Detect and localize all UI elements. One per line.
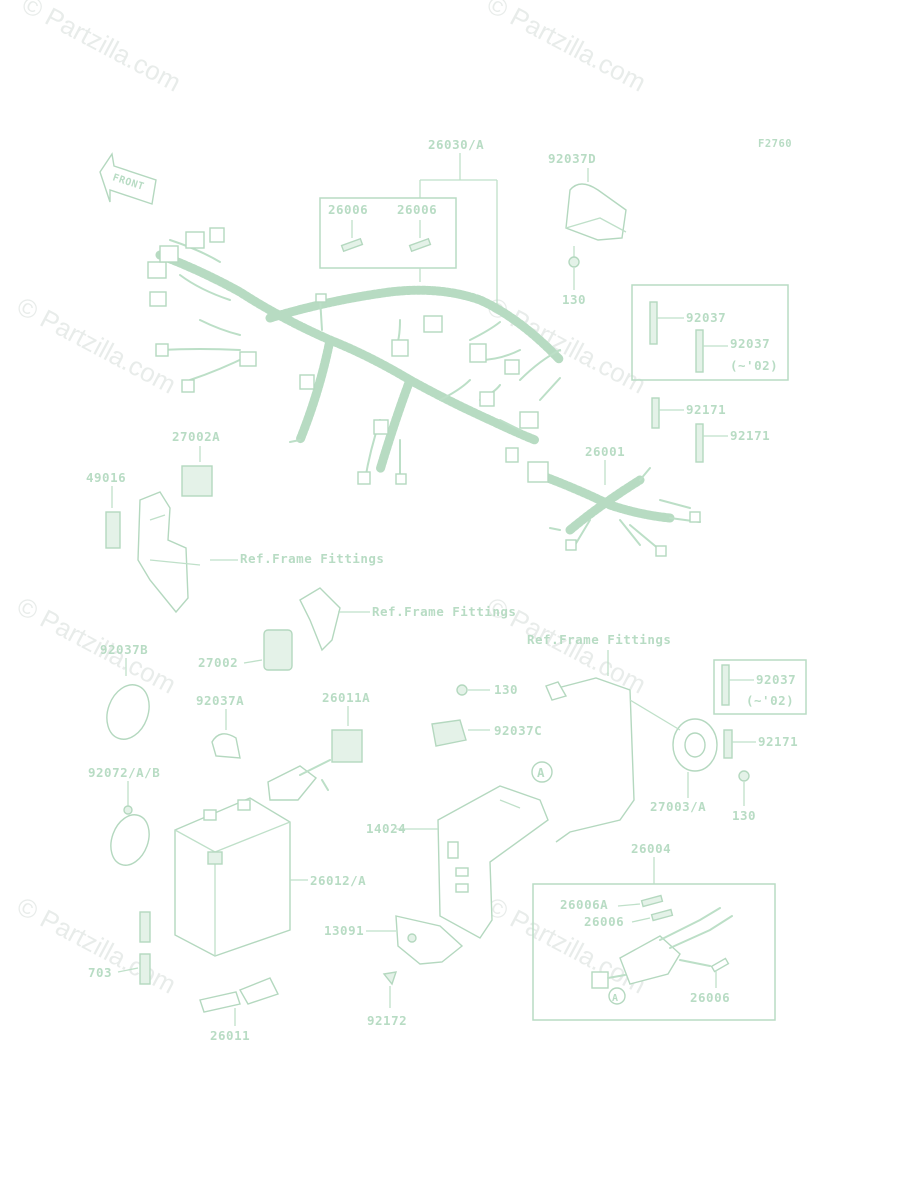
label-92037A: 92037A (196, 693, 244, 708)
bolt-130-mid (456, 684, 468, 696)
clamp-92037A (211, 733, 241, 759)
watermark-7: © Partzilla.com (12, 891, 181, 1000)
watermark-5: © Partzilla.com (12, 591, 181, 700)
label-27002A: 27002A (172, 429, 220, 444)
label-92037-box1: 92037 (686, 310, 726, 325)
marker-A-1 (531, 761, 553, 783)
bracket-frame-1 (137, 491, 189, 614)
label-26004: 26004 (631, 841, 671, 856)
tube-703-a (139, 911, 151, 943)
label-92171-a: 92171 (686, 402, 726, 417)
relay-27002A (181, 465, 213, 497)
horn-stay (549, 677, 635, 843)
label-26011: 26011 (210, 1028, 250, 1043)
watermark-1: © Partzilla.com (17, 0, 186, 98)
label-92037C: 92037C (494, 723, 542, 738)
label-27003A: 27003/A (650, 799, 706, 814)
label-26006A: 26006A (560, 897, 608, 912)
label-27002: 27002 (198, 655, 238, 670)
clamp-92037D (565, 183, 627, 241)
label-130-right: 130 (732, 808, 756, 823)
strap-92037-b (695, 329, 704, 373)
label-26001: 26001 (585, 444, 625, 459)
label-92037-box2: 92037 (730, 336, 770, 351)
main-wiring-harness (147, 227, 565, 485)
label-26006-b: 26006 (397, 202, 437, 217)
relay-27002 (263, 629, 293, 671)
label-92037D: 92037D (548, 151, 596, 166)
label-92171-b: 92171 (730, 428, 770, 443)
tie-92171-b (695, 423, 704, 463)
bracket-13091 (395, 915, 464, 965)
clamp-92037C (431, 719, 467, 747)
box-26006 (319, 197, 457, 269)
label-130-mid: 130 (494, 682, 518, 697)
sub-harness-26001 (527, 461, 701, 557)
note-02-1: (~'02) (730, 358, 778, 373)
watermark-2: © Partzilla.com (482, 0, 651, 98)
bracket-frame-2 (299, 587, 341, 652)
bolt-130-top (568, 256, 580, 268)
label-92037B: 92037B (100, 642, 148, 657)
label-92072: 92072/A/B (88, 765, 160, 780)
screw-92172 (382, 971, 398, 986)
box-92037-lower (713, 659, 807, 715)
label-26006-c: 26006 (584, 914, 624, 929)
part-49016 (105, 511, 121, 549)
leader-26030A (419, 153, 498, 305)
watermark-4: © Partzilla.com (482, 291, 651, 400)
cover-14024 (437, 785, 549, 939)
battery-26012A (174, 797, 291, 957)
cable-26011-b (238, 977, 279, 1005)
box-92037-upper (631, 284, 789, 381)
label-26011A: 26011A (322, 690, 370, 705)
fuse-box-26004 (591, 907, 733, 989)
tie-92171-a (651, 397, 660, 429)
diagram-code: F2760 (758, 138, 792, 150)
fuse-26006-b (408, 237, 432, 253)
label-14024: 14024 (366, 821, 406, 836)
ref-frame-2: Ref.Frame Fittings (372, 604, 516, 619)
terminal-26011A (267, 765, 318, 801)
connector-h1 (147, 261, 167, 279)
label-26012A: 26012/A (310, 873, 366, 888)
label-92172: 92172 (367, 1013, 407, 1028)
note-02-2: (~'02) (746, 693, 794, 708)
strap-92037B (106, 684, 150, 740)
tube-703-b (139, 953, 151, 985)
front-arrow-icon: FRONT (99, 152, 157, 205)
cable-26011-a (199, 991, 241, 1013)
watermarks: © Partzilla.com © Partzilla.com © Partzi… (12, 0, 651, 1000)
marker-A-1-text: A (537, 765, 545, 780)
connector-26011A (331, 729, 363, 763)
tie-92171-c (723, 729, 733, 759)
label-92037-box3: 92037 (756, 672, 796, 687)
label-49016: 49016 (86, 470, 126, 485)
bolt-130-right (738, 770, 750, 782)
box-26004 (532, 883, 776, 1021)
strap-92037-a (649, 301, 658, 345)
label-703: 703 (88, 965, 112, 980)
strap-92072 (110, 814, 150, 866)
marker-A-2 (608, 987, 626, 1005)
ref-frame-1: Ref.Frame Fittings (240, 551, 384, 566)
strap-92037-c (721, 664, 730, 706)
label-26006-d: 26006 (690, 990, 730, 1005)
ref-frame-3: Ref.Frame Fittings (527, 632, 671, 647)
label-26030A: 26030/A (428, 137, 484, 152)
label-92171-c: 92171 (758, 734, 798, 749)
label-26006-a: 26006 (328, 202, 368, 217)
label-130-top: 130 (562, 292, 586, 307)
fuse-26006-a (340, 237, 364, 253)
marker-A-2-text: A (612, 993, 619, 1004)
label-13091: 13091 (324, 923, 364, 938)
